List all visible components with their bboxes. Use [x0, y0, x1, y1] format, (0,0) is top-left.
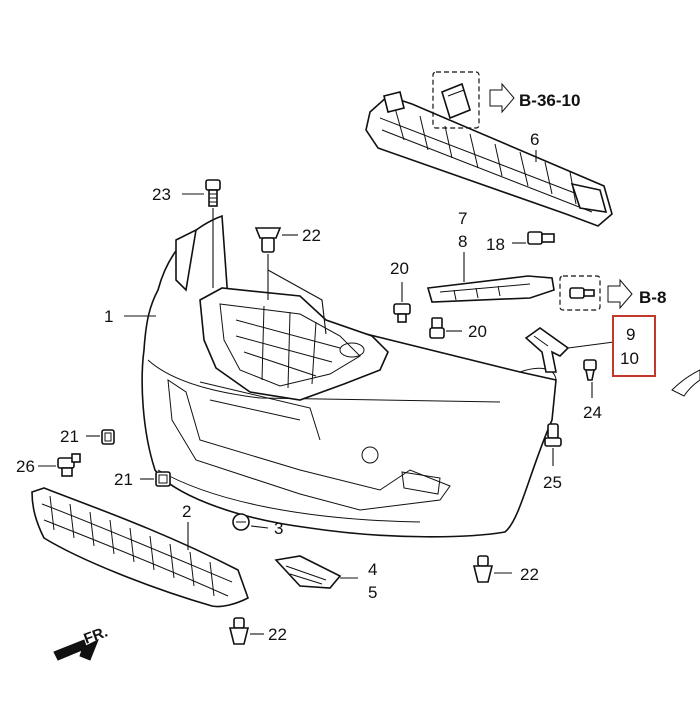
clip-21-upper	[101, 429, 115, 445]
callout-6: 6	[530, 130, 539, 149]
arrow-icon	[607, 278, 633, 310]
front-direction-arrow: FR.	[53, 624, 111, 661]
bumper-reinforcement-beam	[365, 91, 613, 227]
callout-10: 10	[620, 349, 639, 368]
callout-8: 8	[458, 232, 467, 251]
callout-24: 24	[583, 403, 602, 422]
clip-22-bottom	[228, 617, 250, 645]
lower-grille	[31, 487, 249, 608]
callout-26: 26	[16, 457, 35, 476]
bolt-25	[544, 423, 562, 447]
callout-5: 5	[368, 583, 377, 602]
callout-9: 9	[626, 325, 635, 344]
screw-26	[57, 453, 81, 477]
callout-22-top: 22	[302, 226, 321, 245]
callout-22-right: 22	[520, 565, 539, 584]
bolt-18	[527, 231, 555, 245]
callout-23: 23	[152, 185, 171, 204]
callout-3: 3	[274, 519, 283, 538]
ref-b36-label: B-36-10	[519, 91, 580, 110]
leader-3	[250, 525, 269, 529]
callout-22-bottom: 22	[268, 625, 287, 644]
side-spacer	[426, 275, 555, 303]
ref-bracket-b8	[559, 275, 601, 311]
callout-4: 4	[368, 560, 377, 579]
callout-1: 1	[104, 307, 113, 326]
side-bracket	[524, 327, 570, 373]
fender-edge	[671, 369, 700, 397]
screw-20-lower	[429, 317, 445, 339]
ref-b8-label: B-8	[639, 288, 666, 307]
callout-25: 25	[543, 473, 562, 492]
upper-grille	[199, 287, 389, 401]
direction-label: FR.	[82, 624, 111, 648]
callout-20-lower: 20	[468, 322, 487, 341]
clip-22-right	[472, 555, 494, 583]
clip-21-lower	[155, 471, 171, 487]
callout-20-upper: 20	[390, 259, 409, 278]
arrow-icon	[489, 82, 515, 114]
highlight-box	[612, 315, 656, 377]
callout-2: 2	[182, 502, 191, 521]
callout-7: 7	[458, 209, 467, 228]
callout-21-lower: 21	[114, 470, 133, 489]
screw-20-upper	[393, 303, 411, 323]
tow-hook-cap	[232, 513, 250, 531]
callout-21-upper: 21	[60, 427, 79, 446]
callout-18: 18	[486, 235, 505, 254]
leader-9-10	[567, 341, 615, 349]
bolt-23	[205, 179, 221, 207]
leader-22-top-down	[267, 254, 327, 335]
clip-24	[583, 359, 597, 381]
ref-bracket-b36	[432, 71, 480, 129]
clip-22-top	[254, 227, 282, 253]
fog-light-cover	[274, 555, 342, 589]
